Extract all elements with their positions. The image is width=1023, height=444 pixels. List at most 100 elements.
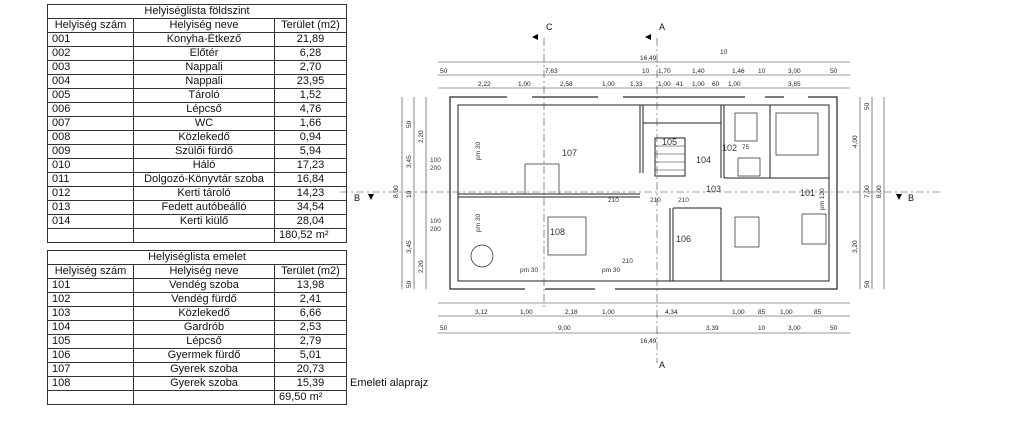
- room-number: 014: [47, 214, 134, 229]
- section-mark-c: C: [546, 22, 553, 32]
- section-arrow-c: [532, 34, 538, 40]
- dim-bottom: 4,34: [665, 309, 678, 316]
- room-label-107: 107: [562, 148, 577, 158]
- sill-pm-label: pm 30: [520, 267, 538, 274]
- dim-bottom: 1,00: [780, 309, 793, 316]
- room-label-103: 103: [706, 184, 721, 194]
- room-name: Vendég szoba: [133, 278, 275, 293]
- dim-top: 10: [642, 68, 650, 75]
- room-label-106: 106: [676, 234, 691, 244]
- room-number: 011: [47, 172, 134, 187]
- room-area: 0,94: [274, 130, 347, 145]
- room-area: 1,52: [274, 88, 347, 103]
- room-number: 005: [47, 88, 134, 103]
- room-name: Lépcső: [133, 102, 275, 117]
- room-area: 17,23: [274, 158, 347, 173]
- table-round: [470, 244, 494, 268]
- column-header: Helyiség neve: [133, 18, 275, 33]
- total-spacer: [47, 390, 134, 405]
- dim-bottom: 3,00: [788, 325, 801, 332]
- dim-bottom: 3,39: [706, 325, 719, 332]
- section-arrow-b-left: [368, 194, 374, 200]
- dim-top: 60: [712, 81, 720, 88]
- room-area: 2,70: [274, 60, 347, 75]
- column-header: Helyiség szám: [47, 18, 134, 33]
- room-number: 107: [47, 362, 134, 377]
- door-size-label: 210: [678, 197, 689, 204]
- room-area: 2,79: [274, 334, 347, 349]
- room-name: Szülői fürdő: [133, 144, 275, 159]
- room-name: WC: [133, 116, 275, 131]
- column-header: Helyiség szám: [47, 264, 134, 279]
- table-title: Helyiséglista földszint: [47, 4, 347, 19]
- dim-top: 2,22: [478, 81, 491, 88]
- desk: [801, 213, 827, 245]
- total-row: 180,52 m²: [47, 228, 347, 243]
- dim-right: 50: [864, 280, 871, 288]
- dim-top: 1,00: [658, 81, 671, 88]
- dim-top: 1,40: [692, 68, 705, 75]
- room-number: 006: [47, 102, 134, 117]
- room-area: 14,23: [274, 186, 347, 201]
- room-area: 2,41: [274, 292, 347, 307]
- room-name: Nappali: [133, 60, 275, 75]
- room-area: 23,95: [274, 74, 347, 89]
- column-header: Terület (m2): [274, 264, 347, 279]
- room-name: Gyermek fürdő: [133, 348, 275, 363]
- room-label-108: 108: [550, 227, 565, 237]
- door-size-label: 210: [622, 258, 633, 265]
- dim-bottom: 9,00: [558, 325, 571, 332]
- dim-top: 2,58: [560, 81, 573, 88]
- section-mark-b-right: B: [908, 193, 914, 203]
- dim-bottom: 85: [814, 309, 822, 316]
- dim-top: 50: [830, 68, 838, 75]
- dim-left: 3,45: [406, 155, 413, 168]
- dim-top: 3,00: [788, 68, 801, 75]
- dim-top: 1,70: [658, 68, 671, 75]
- section-mark-b-left: B: [354, 193, 360, 203]
- room-area: 6,66: [274, 306, 347, 321]
- total-row: 69,50 m²: [47, 390, 347, 405]
- room-name: Nappali: [133, 74, 275, 89]
- room-number: 105: [47, 334, 134, 349]
- dim-right: 50: [864, 102, 871, 110]
- dim-top: 1,46: [732, 68, 745, 75]
- room-number: 003: [47, 60, 134, 75]
- window-size-label: 200: [430, 226, 441, 233]
- dim-left: 50: [406, 120, 413, 128]
- dim-top: 1,00: [602, 81, 615, 88]
- shower: [734, 112, 758, 142]
- sill-pm-label: pm 30: [475, 142, 482, 160]
- dim-left: 2,20: [418, 260, 425, 273]
- section-mark-a-bottom: A: [659, 360, 665, 370]
- room-number: 010: [47, 158, 134, 173]
- dim-right: 4,00: [852, 135, 859, 148]
- room-name: Közlekedő: [133, 130, 275, 145]
- room-name: Közlekedő: [133, 306, 275, 321]
- dim-bottom: 2,18: [565, 309, 578, 316]
- room-area: 34,54: [274, 200, 347, 215]
- room-area: 28,04: [274, 214, 347, 229]
- room-name: Háló: [133, 158, 275, 173]
- dim-top: 3,85: [788, 81, 801, 88]
- sill-height-label: 100: [430, 157, 441, 164]
- room-area: 13,98: [274, 278, 347, 293]
- bed: [547, 216, 587, 256]
- room-label-105: 105: [662, 137, 677, 147]
- room-number: 008: [47, 130, 134, 145]
- room-label-104: 104: [696, 155, 711, 165]
- room-number: 108: [47, 376, 134, 391]
- section-arrow-b-right: [896, 194, 902, 200]
- room-label-101: 101: [800, 188, 815, 198]
- sill-pm-right-label: pm 120: [819, 188, 826, 210]
- dim-left: 8,00: [393, 185, 400, 198]
- door-size-label: 210: [650, 197, 661, 204]
